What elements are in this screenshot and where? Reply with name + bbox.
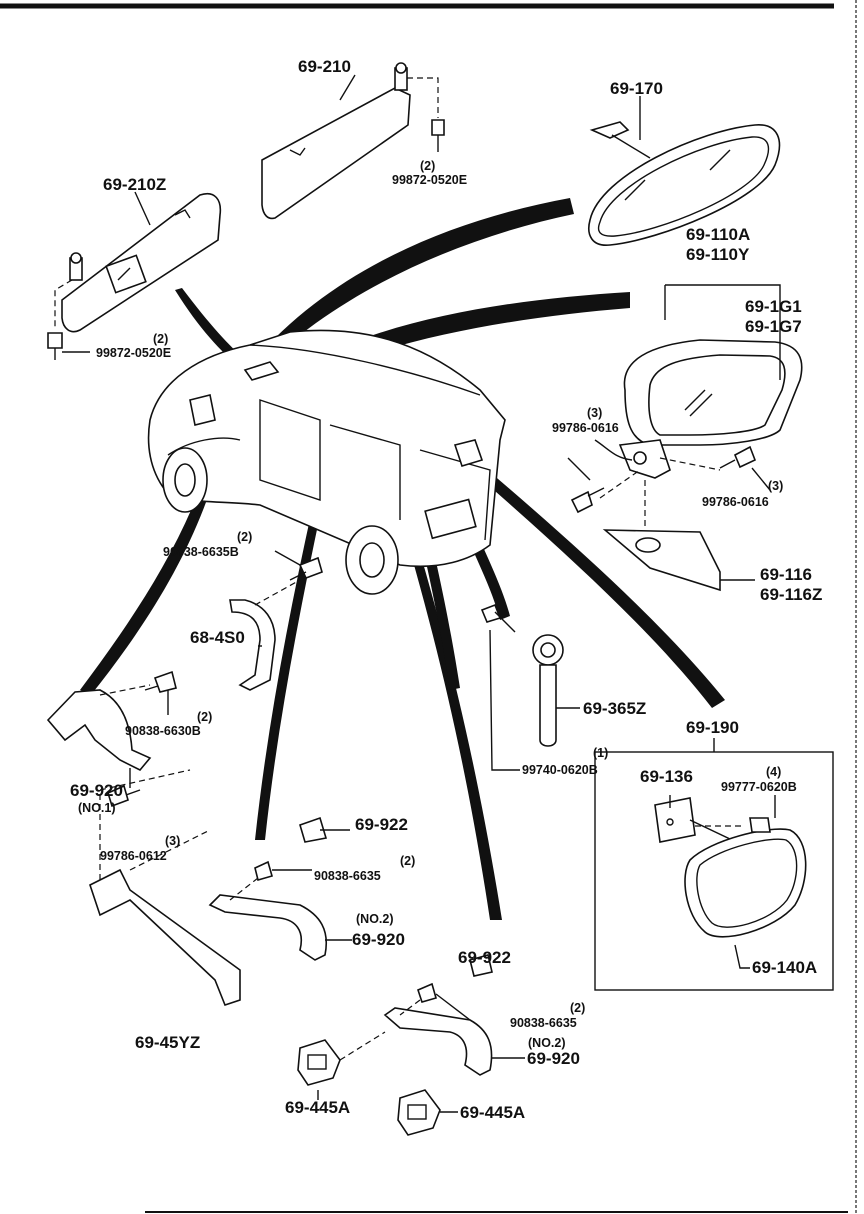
- label-grip-bolt: 90838-6635B: [163, 545, 239, 559]
- assist-grip-no1[interactable]: [46, 670, 177, 771]
- label-grip-no1-bolt: 90838-6630B: [125, 724, 201, 738]
- label-clip-a-screw-qty: (2): [400, 854, 415, 868]
- coat-hook[interactable]: [480, 603, 580, 771]
- label-visor-right-screw: 99872-0520E: [392, 173, 467, 187]
- label-visor-left-screw: 99872-0520E: [96, 346, 171, 360]
- label-rail-bolt: 99786-0612: [100, 849, 167, 863]
- mirror-bolt-b: [719, 445, 757, 469]
- label-grip-no2-a: 69-920: [352, 930, 405, 949]
- label-door-mirror-1: 69-110A: [686, 225, 750, 244]
- label-bolt-b: 99786-0616: [702, 495, 769, 509]
- van-illustration: [147, 329, 506, 595]
- label-door-mirror-2: 69-110Y: [686, 245, 750, 264]
- sun-visor-left[interactable]: [47, 193, 222, 360]
- label-bolt-b-qty: (3): [768, 479, 783, 493]
- assist-grip-no2-a[interactable]: [208, 816, 352, 961]
- cap-a[interactable]: [297, 1031, 386, 1100]
- label-clip-a: 69-922: [355, 815, 408, 834]
- label-hook-screw-qty: (1): [593, 746, 608, 760]
- label-clip-a-screw: 90838-6635: [314, 869, 381, 883]
- label-cover-2: 69-116Z: [760, 585, 822, 604]
- label-grip-no1-bolt-qty: (2): [197, 710, 212, 724]
- label-grip-no2-b-tag: (NO.2): [528, 1036, 566, 1050]
- label-rear-mirror-assy: 69-190: [686, 718, 739, 737]
- mirror-cover[interactable]: [602, 529, 755, 592]
- rear-mirror-assembly[interactable]: [594, 738, 834, 991]
- label-mirror-inner: 69-170: [610, 79, 663, 98]
- label-clip-b-screw: 90838-6635: [510, 1016, 577, 1030]
- label-grip-no2-b: 69-920: [527, 1049, 580, 1068]
- assist-grip-68[interactable]: [229, 556, 323, 691]
- assist-grip-no2-b[interactable]: [383, 954, 525, 1076]
- label-rear-bolt-qty: (4): [766, 765, 781, 779]
- label-bolt-a-qty: (3): [587, 406, 602, 420]
- label-visor-left-qty: (2): [153, 332, 168, 346]
- label-glass-2: 69-1G7: [745, 317, 802, 336]
- label-rail: 69-45YZ: [135, 1033, 200, 1052]
- part-labels: 69-210 (2) 99872-0520E 69-170 69-210Z (2…: [70, 57, 822, 1122]
- label-visor-left: 69-210Z: [103, 175, 166, 194]
- label-rail-bolt-qty: (3): [165, 834, 180, 848]
- inner-rearview-mirror[interactable]: [588, 121, 781, 246]
- door-mirror[interactable]: [594, 284, 803, 530]
- label-hook: 69-365Z: [583, 699, 646, 718]
- label-grip-68: 68-4S0: [190, 628, 245, 647]
- label-bracket: 69-136: [640, 767, 693, 786]
- cap-b[interactable]: [397, 1089, 458, 1136]
- label-rear-bolt: 99777-0620B: [721, 780, 797, 794]
- label-rear-mirror: 69-140A: [752, 958, 817, 977]
- sun-visor-right[interactable]: [261, 62, 445, 220]
- mirror-bolt-a: [570, 487, 605, 514]
- label-cap-b: 69-445A: [460, 1103, 525, 1122]
- label-clip-b-screw-qty: (2): [570, 1001, 585, 1015]
- leader-lines: [62, 74, 771, 647]
- label-visor-right-qty: (2): [420, 159, 435, 173]
- label-cover-1: 69-116: [760, 565, 812, 584]
- label-bolt-a: 99786-0616: [552, 421, 619, 435]
- label-clip-b: 69-922: [458, 948, 511, 967]
- roof-rail[interactable]: [89, 768, 241, 1006]
- label-grip-no1: 69-920: [70, 781, 123, 800]
- label-grip-no1-tag: (NO.1): [78, 801, 116, 815]
- label-visor-right: 69-210: [298, 57, 351, 76]
- label-hook-screw: 99740-0620B: [522, 763, 598, 777]
- label-grip-bolt-qty: (2): [237, 530, 252, 544]
- label-grip-no2-a-tag: (NO.2): [356, 912, 394, 926]
- label-glass-1: 69-1G1: [745, 297, 802, 316]
- label-cap-a: 69-445A: [285, 1098, 350, 1117]
